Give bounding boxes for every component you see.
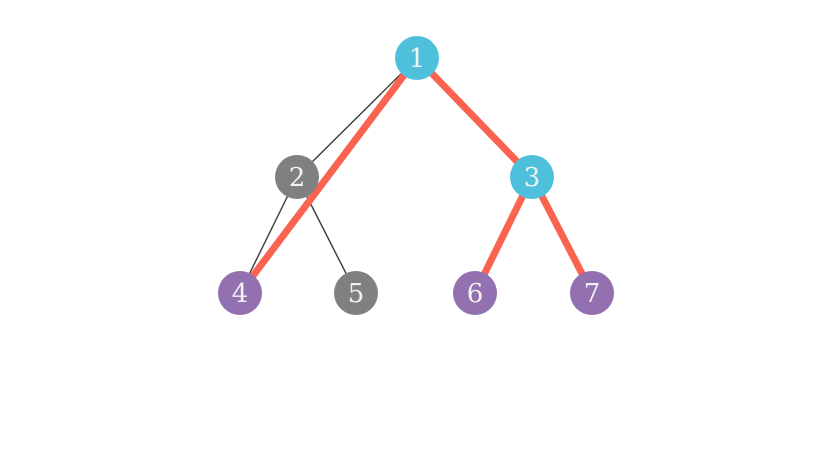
graph-edge — [414, 55, 535, 180]
node-circle[interactable] — [275, 155, 319, 199]
graph-node-2[interactable]: 2 — [275, 155, 319, 199]
node-circle[interactable] — [453, 271, 497, 315]
graph-node-4[interactable]: 4 — [218, 271, 262, 315]
node-circle[interactable] — [218, 271, 262, 315]
graph-node-5[interactable]: 5 — [334, 271, 378, 315]
nodes-layer: 1 2 3 4 5 6 7 — [218, 36, 614, 315]
node-circle[interactable] — [334, 271, 378, 315]
graph-node-1[interactable]: 1 — [395, 36, 439, 80]
node-circle[interactable] — [510, 155, 554, 199]
graph-edge — [296, 57, 418, 178]
graph-node-6[interactable]: 6 — [453, 271, 497, 315]
graph-node-7[interactable]: 7 — [570, 271, 614, 315]
node-circle[interactable] — [395, 36, 439, 80]
graph-edge — [237, 55, 420, 296]
node-circle[interactable] — [570, 271, 614, 315]
graph-node-3[interactable]: 3 — [510, 155, 554, 199]
